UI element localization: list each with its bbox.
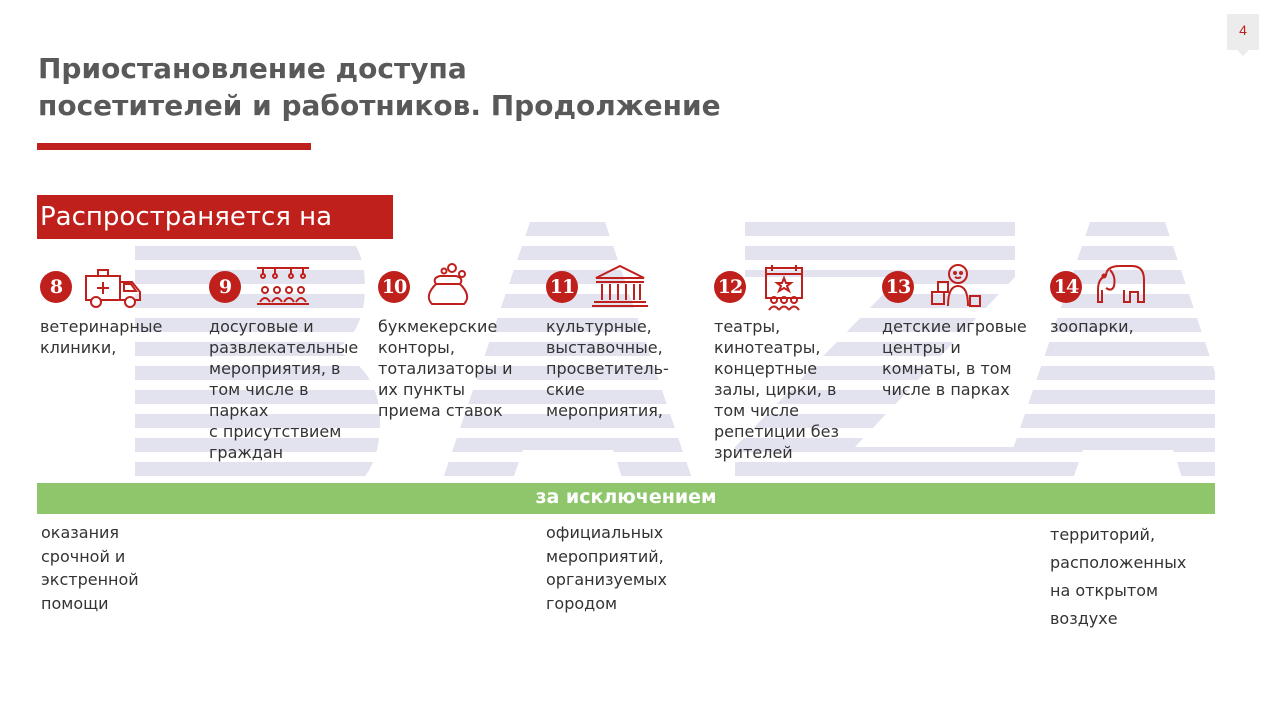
page-title: Приостановление доступа посетителей и ра… [38, 52, 721, 122]
exception-emergency: оказания срочной и экстренной помощи [41, 523, 139, 613]
item-text: детские игровые центры и комнаты, в том … [882, 317, 1027, 399]
item-text: зоопарки, [1050, 317, 1134, 336]
item-number: 10 [378, 271, 410, 303]
item-number: 14 [1050, 271, 1082, 303]
item-number: 11 [546, 271, 578, 303]
event-calendar-icon [765, 265, 803, 311]
exception-official-events: официальных мероприятий, организуемых го… [546, 523, 668, 613]
audience-icon [257, 267, 309, 305]
item-13: 13 детские игровые центры и комнаты, в т… [882, 262, 1047, 400]
item-number: 13 [882, 271, 914, 303]
item-number: 12 [714, 271, 746, 303]
page-number: 4 [1227, 14, 1259, 56]
item-12: 12 театры, кинотеатры, концертные залы, … [714, 262, 879, 463]
item-text: культурные, выставочные, просветитель- с… [546, 317, 669, 420]
item-14: 14 зоопарки, [1050, 262, 1215, 337]
title-underline [37, 143, 311, 150]
ambulance-icon [85, 269, 141, 308]
exception-bar: за исключением [37, 483, 1215, 514]
museum-icon [592, 264, 648, 307]
child-toys-icon [931, 264, 981, 307]
item-text: букмекерские конторы, тотализаторы и их … [378, 317, 513, 420]
item-text: театры, кинотеатры, концертные залы, цир… [714, 317, 840, 462]
money-bag-icon [427, 263, 469, 305]
item-10: 10 букмекерские конторы, тотализаторы и … [378, 262, 543, 421]
section-label: Распространяется на [37, 195, 393, 239]
item-11: 11 культурные, выставочные, просветитель… [546, 262, 711, 421]
item-text: досуговые и развлекательные мероприятия,… [209, 317, 359, 462]
elephant-icon [1097, 265, 1145, 303]
item-8: 8 ветеринарные клиники, [40, 262, 205, 358]
item-number: 9 [209, 271, 241, 303]
item-number: 8 [40, 271, 72, 303]
item-text: ветеринарные клиники, [40, 317, 163, 357]
item-9: 9 досуговые и развлекательные мероприяти… [209, 262, 374, 463]
exception-open-air: территорий, расположенных на открытом во… [1050, 525, 1187, 628]
